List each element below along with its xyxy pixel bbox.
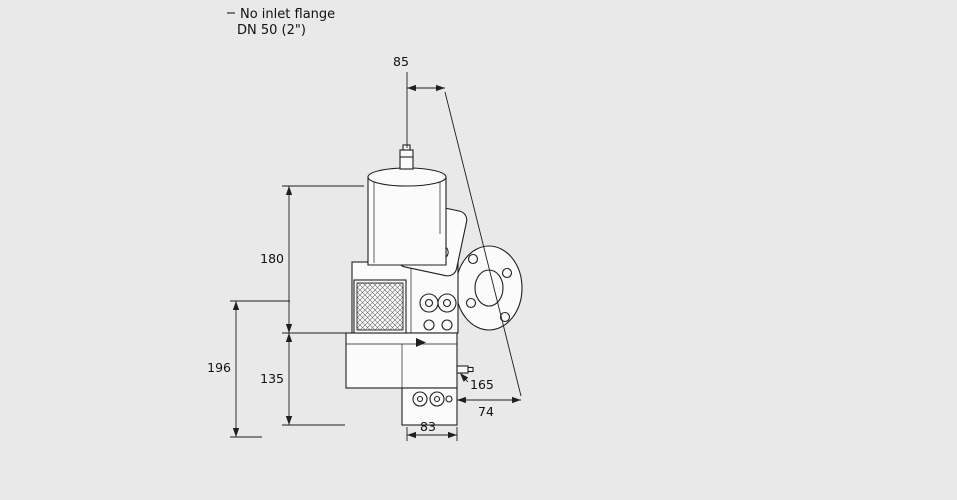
strainer-mesh: [353, 279, 407, 334]
dimension-85: 85: [393, 54, 522, 397]
bottom-block: [401, 387, 458, 426]
dim-83-label: 83: [420, 419, 436, 434]
dim-196-label: 196: [207, 360, 231, 375]
dimension-83: 83: [406, 419, 458, 441]
dimension-196: 196: [207, 300, 290, 438]
dimension-135: 135: [260, 333, 345, 426]
flow-arrow-icon: [416, 338, 426, 347]
outlet-flange: [455, 245, 523, 331]
dimension-180: 180: [260, 185, 364, 334]
regulator-block: [345, 332, 458, 389]
pressure-tap: [456, 365, 474, 374]
dim-74-label: 74: [478, 404, 494, 419]
title-line2: DN 50 (2"): [237, 23, 306, 38]
title-block: No inlet flange DN 50 (2"): [227, 7, 335, 38]
valve-drawing: [345, 144, 523, 426]
spindle-cap: [399, 144, 414, 170]
dim-165-label: 165: [470, 377, 494, 392]
actuator-cylinder: [367, 167, 447, 266]
dimensions: 85 180 135 196 165: [207, 54, 522, 441]
body-ports: [410, 266, 457, 347]
dimension-74: 74: [456, 390, 521, 419]
dim-180-label: 180: [260, 251, 284, 266]
dimension-165: 165: [459, 372, 494, 392]
dim-85-label: 85: [393, 54, 409, 69]
dim-135-label: 135: [260, 371, 284, 386]
title-line1: No inlet flange: [240, 7, 335, 22]
